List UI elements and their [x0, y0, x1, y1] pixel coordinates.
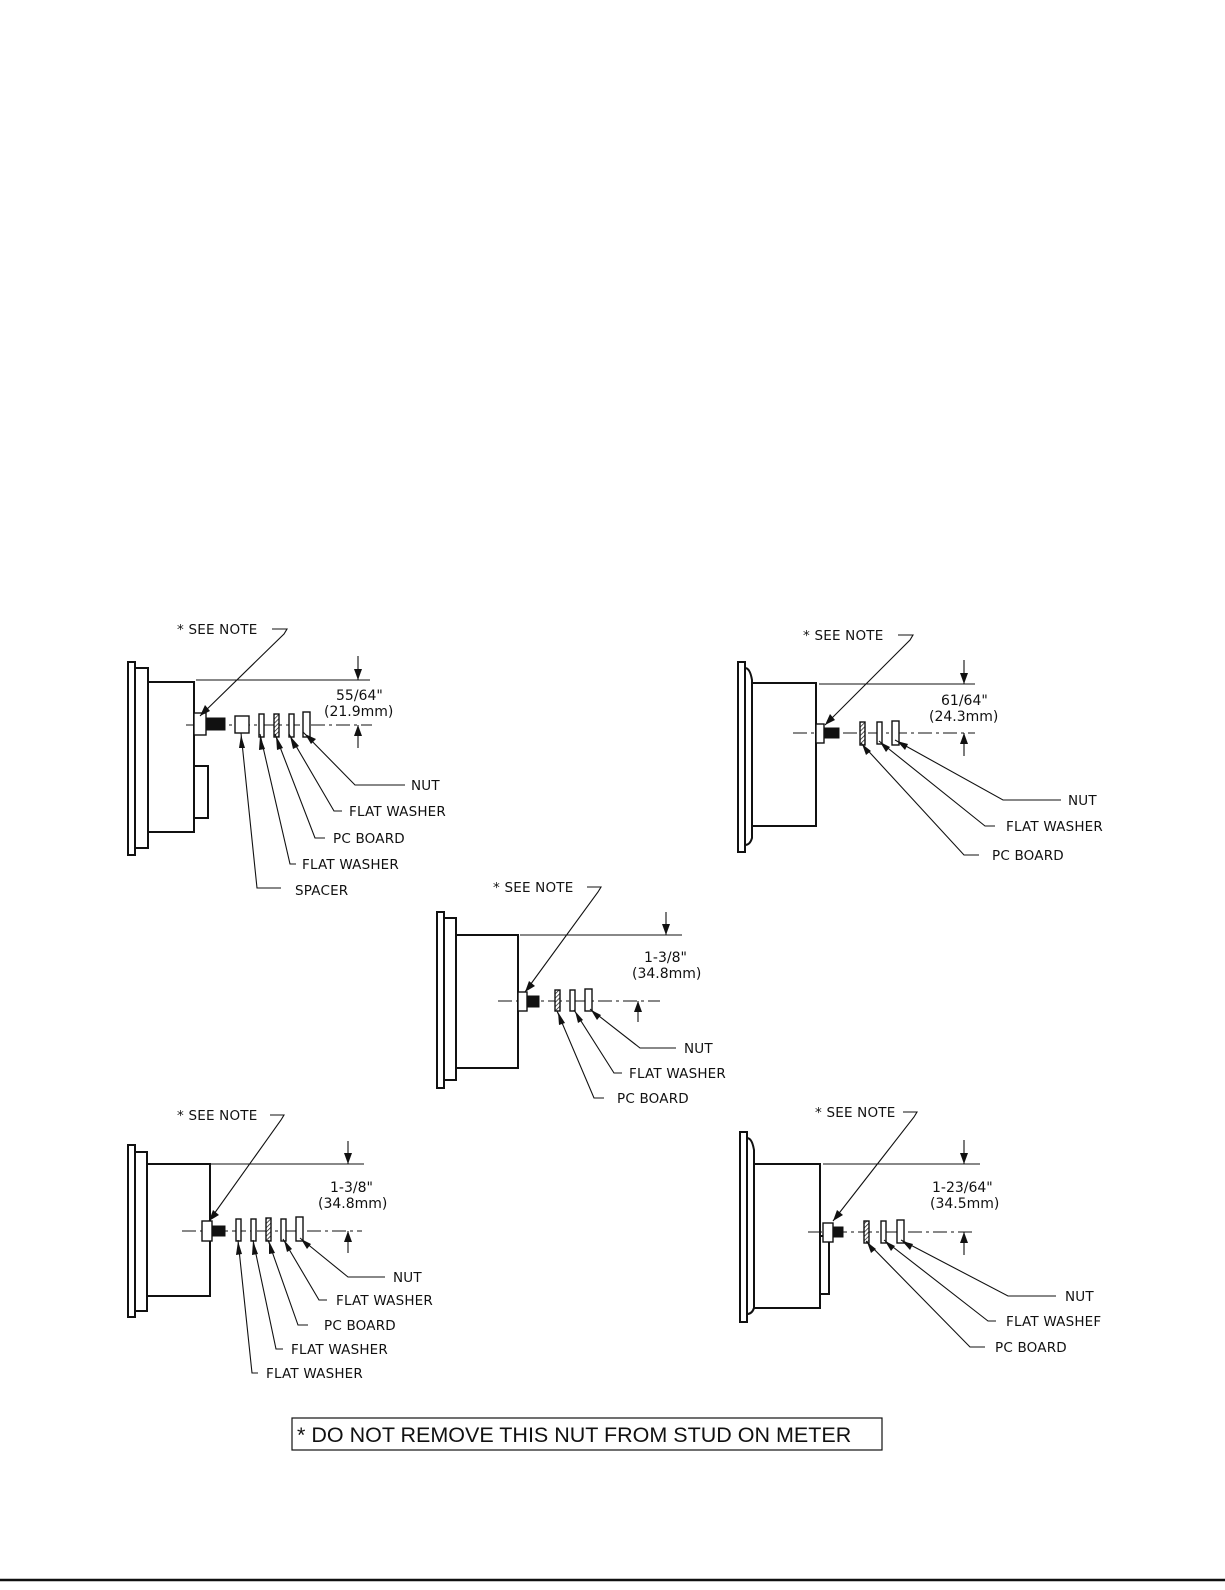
flat-washer-label: FLAT WASHER [629, 1066, 726, 1082]
flat-washer [880, 1220, 887, 1244]
meter-flange [744, 666, 753, 847]
meter-case [753, 1163, 821, 1309]
nut [295, 1216, 304, 1242]
meter-case [147, 681, 195, 833]
dimension-inches: 1-23/64" [932, 1180, 993, 1196]
flat-washer-label: FLAT WASHER [1006, 819, 1103, 835]
dimension-inches: 1-3/8" [644, 950, 687, 966]
meter-case [751, 682, 817, 827]
pc-board [554, 989, 561, 1012]
threaded-stud [211, 1225, 226, 1237]
dimension-mm: (34.8mm) [632, 966, 701, 982]
spacer-label: SPACER [295, 883, 348, 899]
pc-board-label: PC BOARD [617, 1091, 689, 1107]
dimension-inches: 61/64" [941, 693, 988, 709]
nut [584, 988, 593, 1012]
pc-board [265, 1217, 272, 1242]
retaining-nut [193, 712, 207, 736]
see-note-label: * SEE NOTE [177, 1108, 257, 1124]
flat-washer [288, 713, 295, 738]
see-note-label: * SEE NOTE [493, 880, 573, 896]
threaded-stud [823, 727, 840, 739]
nut-label: NUT [684, 1041, 713, 1057]
flat-washer-label: FLAT WASHER [302, 857, 399, 873]
meter-flange [134, 1151, 148, 1312]
diagram-top-right: 61/64" (24.3mm) * SEE NOTE NUT FLAT WASH… [737, 628, 1103, 864]
meter-bezel [127, 1144, 136, 1318]
flat-washer-label: FLAT WASHER [349, 804, 446, 820]
meter-flange [746, 1136, 755, 1316]
dimension-mm: (34.8mm) [318, 1196, 387, 1212]
dimension-mm: (21.9mm) [324, 704, 393, 720]
diagram-bottom-right: 1-23/64" (34.5mm) * SEE NOTE NUT FLAT WA… [739, 1105, 1101, 1356]
dimension-mm: (34.5mm) [930, 1196, 999, 1212]
nut [302, 711, 311, 738]
flat-washer [235, 1218, 242, 1242]
pc-board-label: PC BOARD [324, 1318, 396, 1334]
dimension-inches: 55/64" [336, 688, 383, 704]
flat-washer [569, 989, 576, 1012]
see-note-label: * SEE NOTE [815, 1105, 895, 1121]
note-text: * DO NOT REMOVE THIS NUT FROM STUD ON ME… [297, 1423, 851, 1447]
retaining-nut [815, 723, 825, 744]
nut-label: NUT [1068, 793, 1097, 809]
meter-terminal-block [193, 765, 209, 819]
meter-flange [134, 667, 149, 849]
pc-board [859, 721, 866, 746]
meter-bezel [737, 661, 746, 853]
pc-board [863, 1220, 870, 1244]
diagram-middle: 1-3/8" (34.8mm) * SEE NOTE NUT FLAT WASH… [436, 880, 726, 1107]
note-callout: * DO NOT REMOVE THIS NUT FROM STUD ON ME… [291, 1417, 883, 1451]
threaded-stud [205, 717, 226, 731]
nut-label: NUT [1065, 1289, 1094, 1305]
pc-board-label: PC BOARD [992, 848, 1064, 864]
nut-label: NUT [393, 1270, 422, 1286]
nut [891, 720, 900, 746]
meter-bezel [436, 911, 445, 1089]
dimension-inches: 1-3/8" [330, 1180, 373, 1196]
flat-washer [250, 1218, 257, 1242]
threaded-stud [526, 995, 540, 1008]
note-box [291, 1417, 883, 1451]
flat-washer-label: FLAT WASHER [291, 1342, 388, 1358]
see-note-label: * SEE NOTE [803, 628, 883, 644]
pc-board-label: PC BOARD [333, 831, 405, 847]
retaining-nut [201, 1220, 213, 1242]
retaining-nut [822, 1222, 834, 1243]
flat-washer-label: FLAT WASHER [336, 1293, 433, 1309]
flat-washer [876, 721, 883, 745]
nut-label: NUT [411, 778, 440, 794]
diagram-bottom-left: 1-3/8" (34.8mm) * SEE NOTE NUT FLAT WASH… [127, 1108, 433, 1382]
flat-washer [258, 713, 265, 738]
meter-flange [443, 917, 457, 1081]
dimension-mm: (24.3mm) [929, 709, 998, 725]
spacer [234, 715, 250, 734]
meter-case [146, 1163, 211, 1297]
threaded-stud [832, 1226, 844, 1238]
see-note-label: * SEE NOTE [177, 622, 257, 638]
flat-washer-label: FLAT WASHER [266, 1366, 363, 1382]
flat-washer [280, 1218, 287, 1242]
nut [896, 1219, 905, 1244]
diagram-top-left: 55/64" (21.9mm) * SEE NOTE NUT FLAT WASH… [127, 622, 446, 899]
pc-board [273, 713, 280, 738]
meter-terminal-block [819, 1235, 830, 1295]
retaining-nut [517, 991, 528, 1012]
flat-washer-label: FLAT WASHEF [1006, 1314, 1101, 1330]
pc-board-label: PC BOARD [995, 1340, 1067, 1356]
meter-bezel [127, 661, 136, 856]
meter-bezel [739, 1131, 748, 1323]
